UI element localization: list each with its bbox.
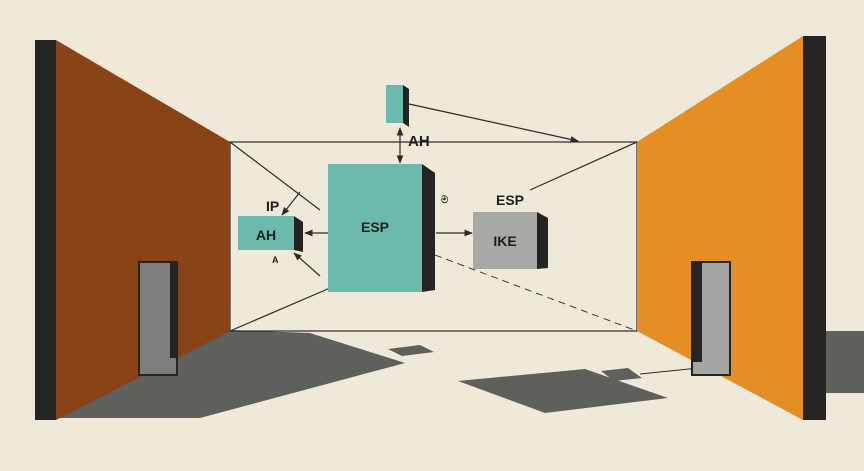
top-box-floor-shadow: [388, 345, 434, 356]
perspective-line: [530, 142, 637, 190]
right-box-side: [537, 212, 548, 269]
center-box-mark: ම: [441, 194, 449, 206]
center-box-label: ESP: [361, 219, 389, 235]
left-box-side: [294, 216, 303, 252]
right-door-jamb: [692, 262, 702, 362]
arrow-left-box-to-center: [294, 253, 320, 276]
left-door-jamb: [170, 262, 178, 358]
top-box-face: [386, 85, 403, 123]
right-box-label: IKE: [493, 233, 516, 249]
top-box: [386, 85, 409, 127]
right-wall: [637, 36, 826, 420]
top-box-label: AH: [408, 133, 430, 150]
right-wall-floor-shadow: [826, 331, 864, 393]
perspective-line: [230, 288, 330, 331]
left-wall-edge: [35, 40, 56, 420]
top-box-side: [403, 85, 409, 127]
right-wall-edge: [803, 36, 826, 420]
center-box-side: [422, 164, 435, 292]
left-box-caption: IP: [266, 198, 279, 214]
right-box-caption: ESP: [496, 192, 524, 208]
arrow-top-to-back-wall: [409, 104, 578, 141]
arrow-ip-to-left-box: [282, 192, 300, 215]
left-box-small-label: A: [272, 255, 279, 265]
left-box-label: AH: [256, 227, 276, 243]
